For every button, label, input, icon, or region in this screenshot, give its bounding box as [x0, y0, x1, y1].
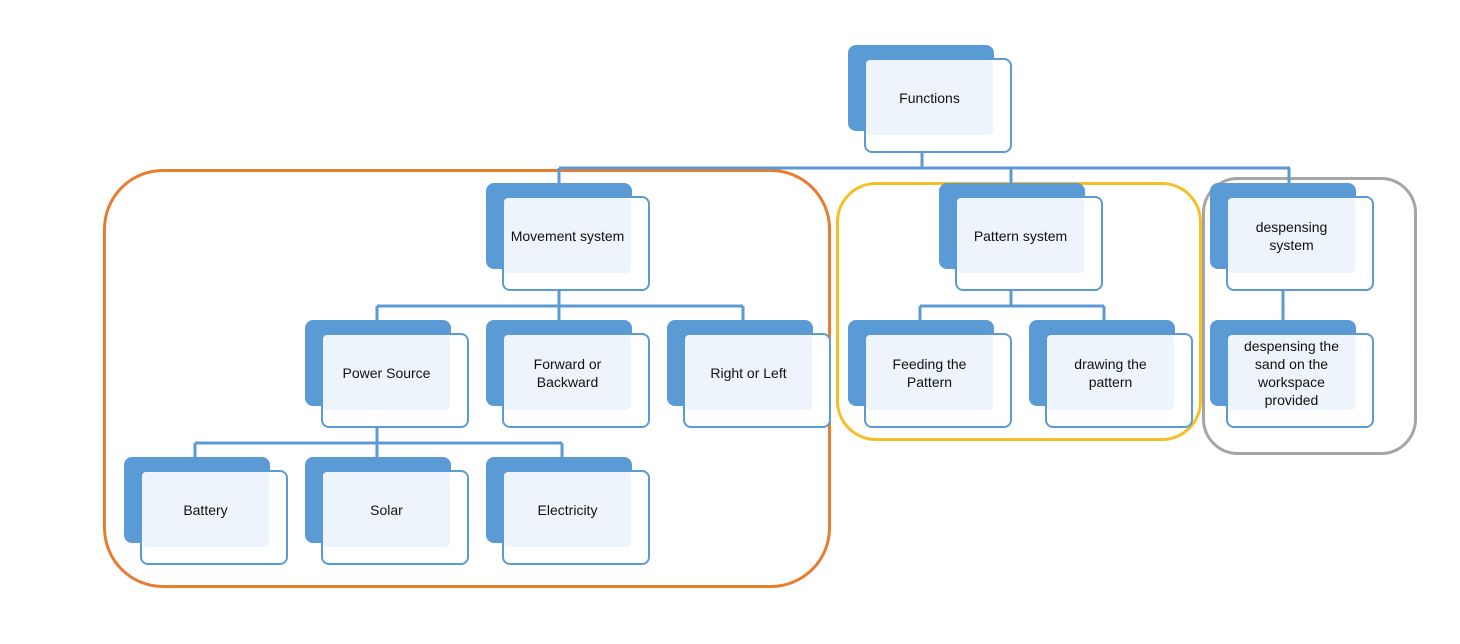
node-functions: Functions	[848, 45, 1012, 153]
node-label: despensing the sand on the workspace pro…	[1244, 337, 1339, 408]
dispensing-group-frame	[1202, 177, 1417, 455]
node-label: Electricity	[537, 501, 598, 518]
node-label: Power Source	[342, 364, 431, 381]
node-label: Right or Left	[710, 364, 787, 381]
node-label: Feeding the Pattern	[892, 355, 967, 390]
node-right-left: Right or Left	[667, 320, 831, 428]
node-despensing-system: despensing system	[1210, 183, 1374, 291]
node-label: Movement system	[510, 227, 625, 244]
node-feeding-pattern: Feeding the Pattern	[848, 320, 1012, 428]
node-label: Pattern system	[973, 227, 1068, 244]
node-forward-backward: Forward or Backward	[486, 320, 650, 428]
node-solar: Solar	[305, 457, 469, 565]
node-label: Functions	[899, 89, 960, 106]
node-label: drawing the pattern	[1074, 355, 1147, 390]
node-pattern-system: Pattern system	[939, 183, 1103, 291]
node-label: despensing system	[1255, 218, 1328, 253]
node-label: Forward or Backward	[533, 355, 602, 390]
node-battery: Battery	[124, 457, 288, 565]
node-movement-system: Movement system	[486, 183, 650, 291]
node-despensing-sand: despensing the sand on the workspace pro…	[1210, 320, 1374, 428]
node-electricity: Electricity	[486, 457, 650, 565]
node-drawing-pattern: drawing the pattern	[1029, 320, 1193, 428]
node-label: Solar	[370, 501, 403, 518]
node-power-source: Power Source	[305, 320, 469, 428]
node-label: Battery	[183, 501, 228, 518]
